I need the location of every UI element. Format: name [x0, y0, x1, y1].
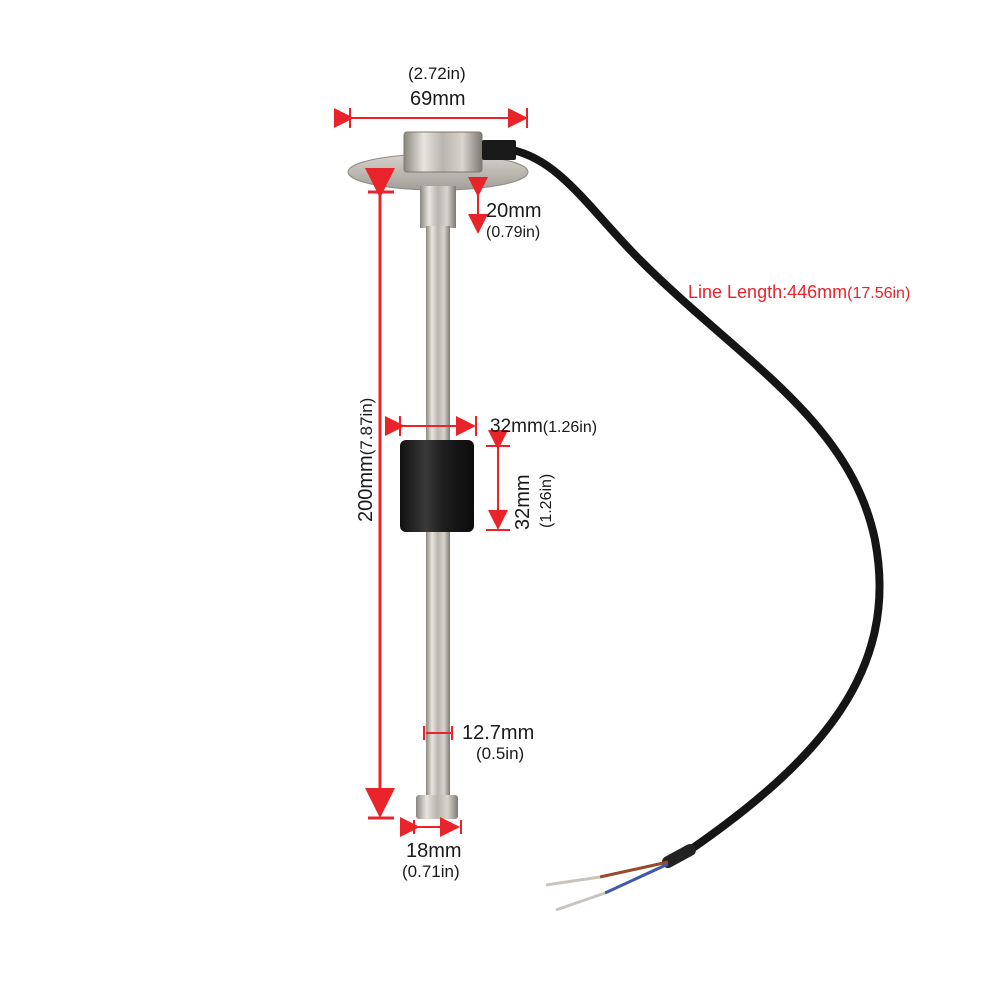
- line-length-alt: (17.56in): [847, 285, 911, 302]
- end-diameter-alt-label: (0.71in): [402, 862, 460, 881]
- float-height-label: 32mm: [512, 474, 534, 530]
- probe-length-value: 200mm: [355, 455, 377, 522]
- sensor-cable: [508, 146, 884, 854]
- line-length-value: 446mm: [787, 282, 848, 302]
- probe-length-label: 200mm(7.87in): [355, 398, 378, 522]
- float-height-alt-label: (1.26in): [538, 473, 555, 528]
- wire-brown: [599, 860, 669, 879]
- end-diameter-label: 18mm: [406, 840, 462, 862]
- cable-gland: [482, 140, 516, 160]
- tube-diameter-alt-label: (0.5in): [476, 744, 525, 763]
- neck-height-label: 20mm: [486, 200, 542, 222]
- flange-width-label: 69mm: [410, 88, 466, 110]
- tube-diameter-label: 12.7mm: [462, 722, 535, 744]
- cable-end-sleeve: [662, 844, 696, 868]
- flange-width-alt-label: (2.72in): [408, 64, 466, 83]
- wire-tip-1: [545, 875, 601, 887]
- probe-length-alt: (7.87in): [357, 397, 376, 456]
- wire-tip-2: [555, 891, 606, 912]
- neck-height-alt-label: (0.79in): [486, 224, 541, 241]
- float-width-value: 32mm: [490, 416, 543, 437]
- float-width-label: 32mm(1.26in): [490, 416, 597, 438]
- line-length-label: Line Length:446mm(17.56in): [688, 282, 910, 303]
- float: [400, 440, 474, 532]
- connector-block: [403, 131, 483, 173]
- neck: [420, 186, 456, 228]
- wire-blue: [604, 862, 669, 895]
- line-length-caption: Line Length:: [688, 282, 788, 302]
- float-width-alt: (1.26in): [542, 419, 598, 436]
- end-cap: [416, 795, 458, 819]
